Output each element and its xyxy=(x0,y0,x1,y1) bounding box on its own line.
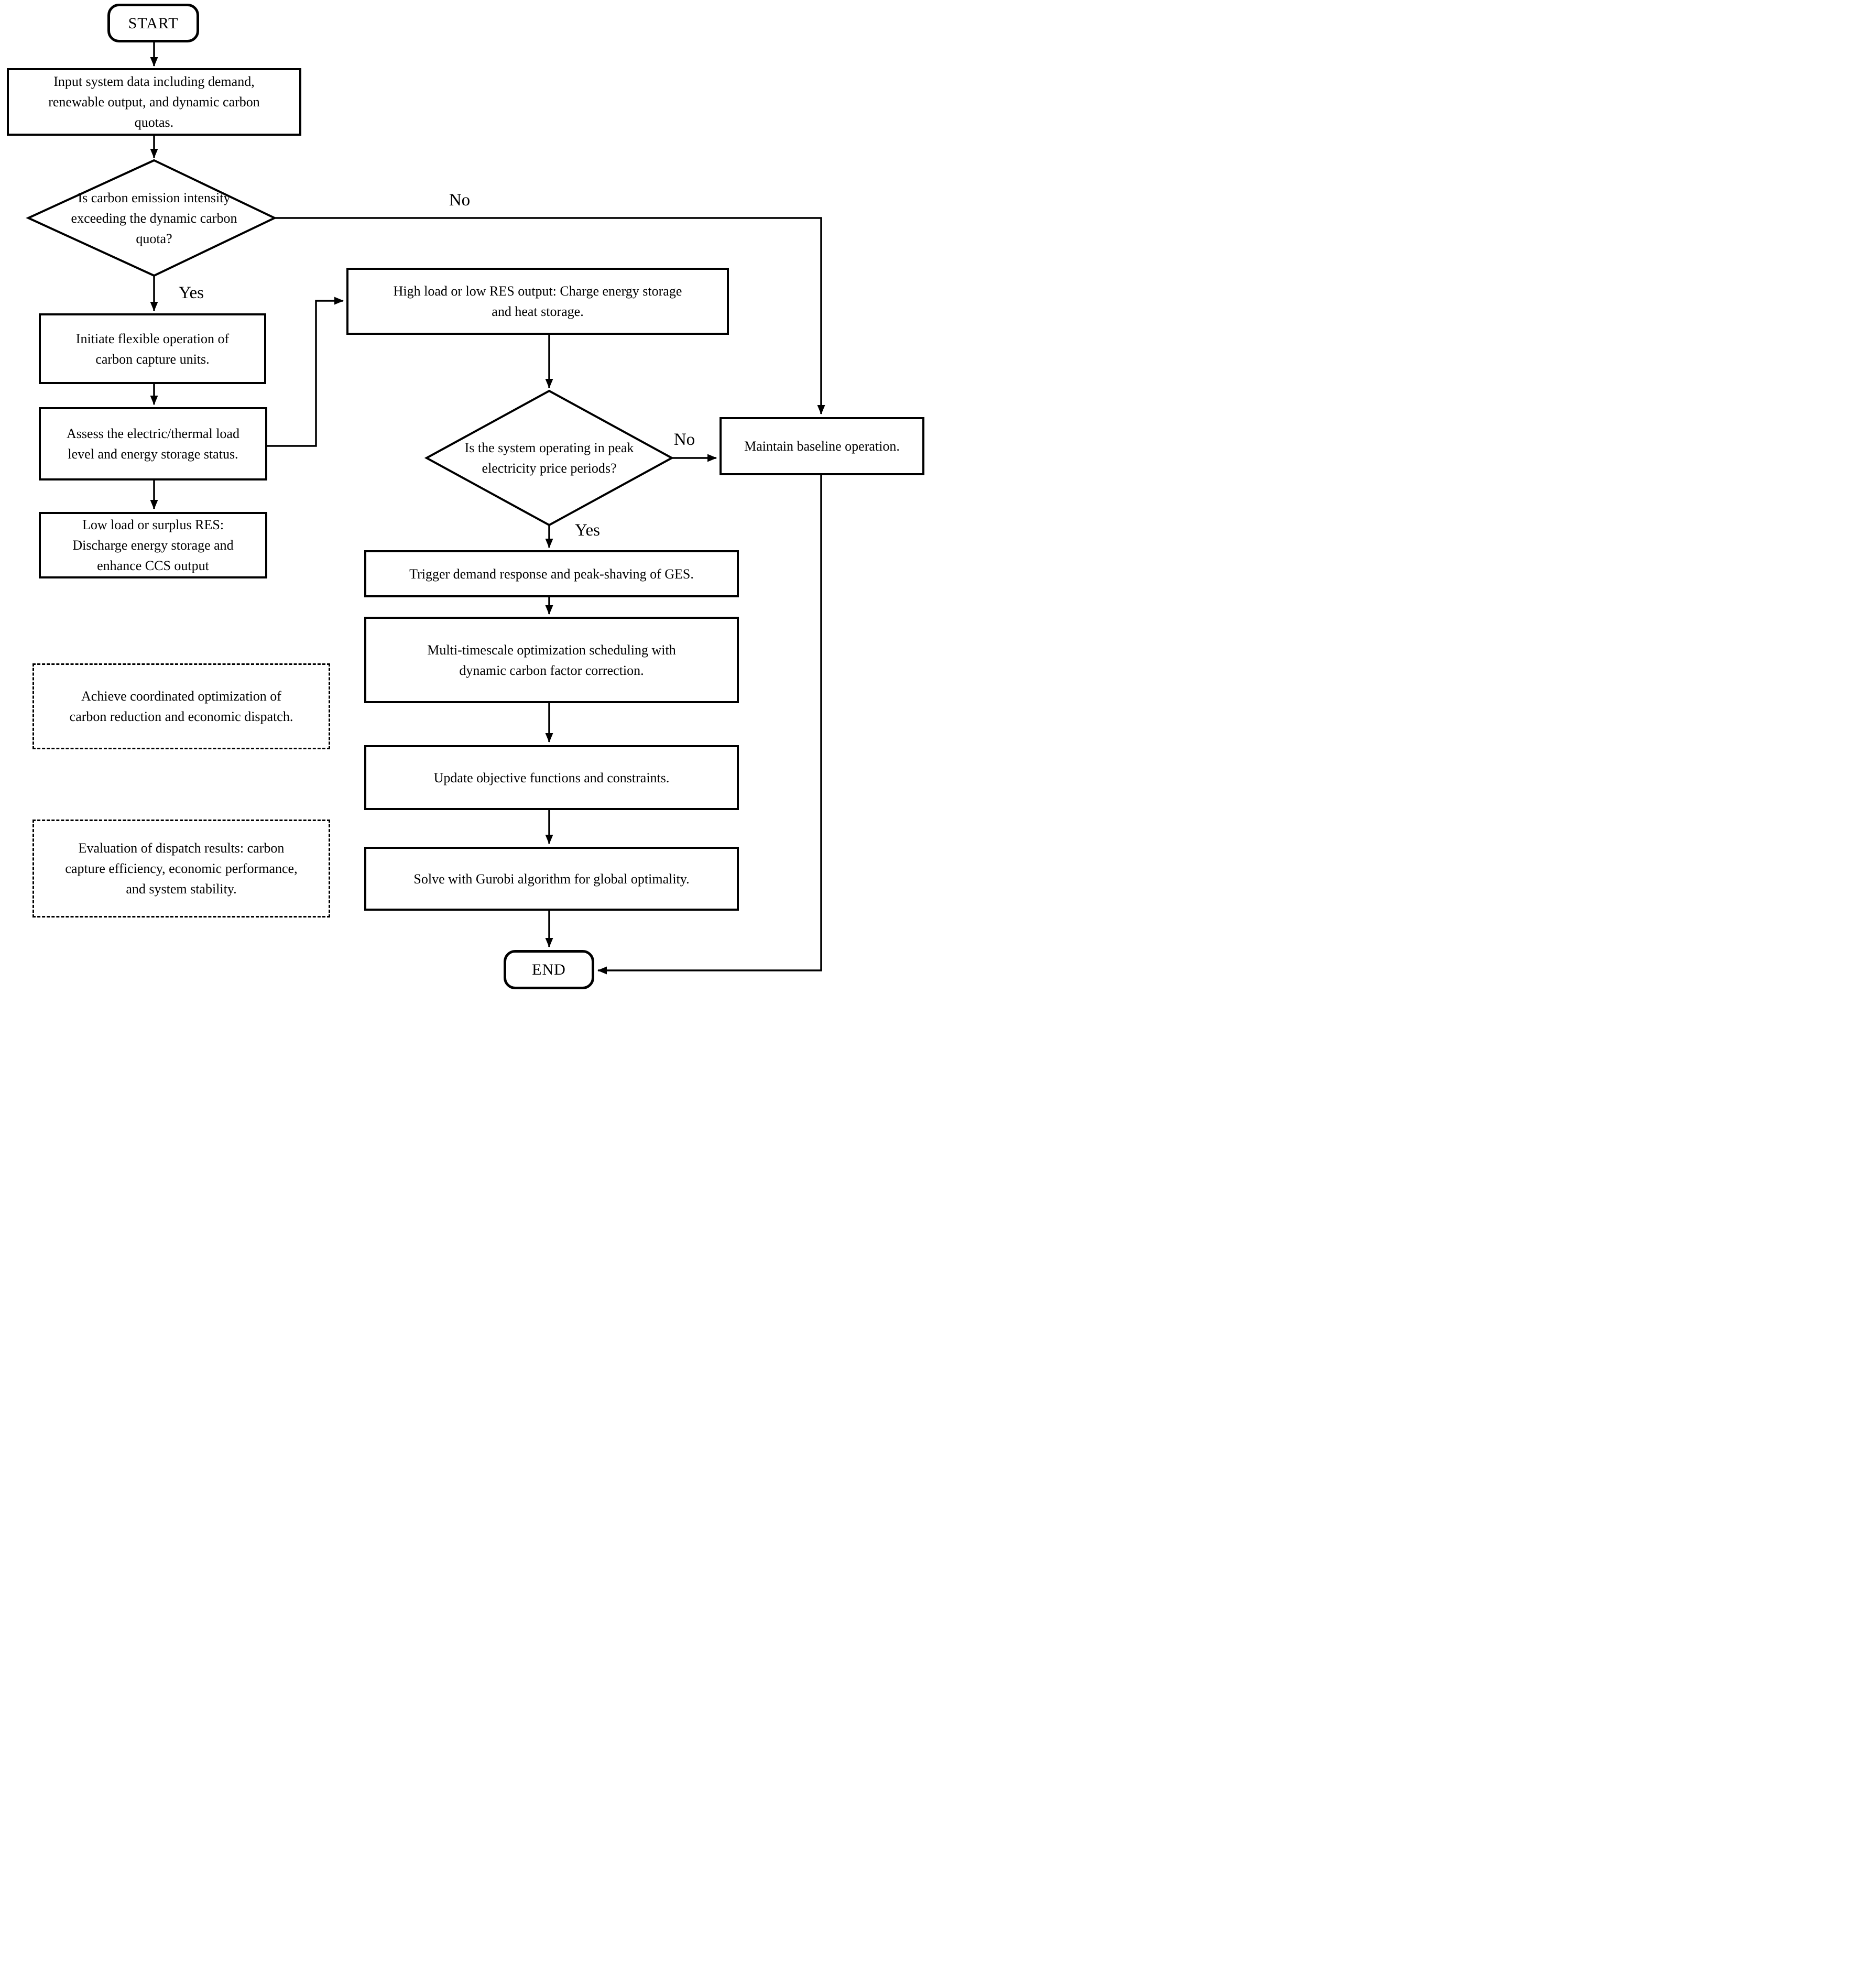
peak-decision-diamond xyxy=(424,389,674,527)
high-load-box: High load or low RES output: Charge ener… xyxy=(346,268,729,335)
update-objective-box: Update objective functions and constrain… xyxy=(364,745,739,810)
low-load-box: Low load or surplus RES: Discharge energ… xyxy=(39,512,267,578)
input-data-box: Input system data including demand, rene… xyxy=(7,68,301,136)
note-dispatch-evaluation: Evaluation of dispatch results: carbon c… xyxy=(32,820,330,917)
label-quota-yes: Yes xyxy=(178,283,204,302)
quota-decision-diamond xyxy=(26,159,277,277)
note-coordinated-optimization: Achieve coordinated optimization of carb… xyxy=(32,663,330,749)
initiate-ccs-box: Initiate flexible operation of carbon ca… xyxy=(39,313,266,384)
flowchart-canvas: START Input system data including demand… xyxy=(0,0,926,994)
connector-quota-no-maintain xyxy=(275,217,825,414)
trigger-demand-response-box: Trigger demand response and peak-shaving… xyxy=(364,550,739,597)
solve-gurobi-box: Solve with Gurobi algorithm for global o… xyxy=(364,847,739,911)
connector-assess-high-load xyxy=(267,297,344,447)
assess-load-box: Assess the electric/thermal load level a… xyxy=(39,407,267,480)
label-quota-no: No xyxy=(449,190,471,210)
connector-maintain-end xyxy=(597,475,822,975)
quota-decision-label: Is carbon emission intensity exceeding t… xyxy=(71,190,237,246)
peak-decision-label: Is the system operating in peak electric… xyxy=(464,440,634,476)
flow-connectors xyxy=(26,42,825,975)
label-peak-no: No xyxy=(673,430,695,449)
end-node: END xyxy=(504,950,594,989)
start-node: START xyxy=(107,4,199,42)
multi-timescale-box: Multi-timescale optimization scheduling … xyxy=(364,617,739,703)
label-peak-yes: Yes xyxy=(574,520,601,540)
maintain-baseline-box: Maintain baseline operation. xyxy=(720,417,924,475)
